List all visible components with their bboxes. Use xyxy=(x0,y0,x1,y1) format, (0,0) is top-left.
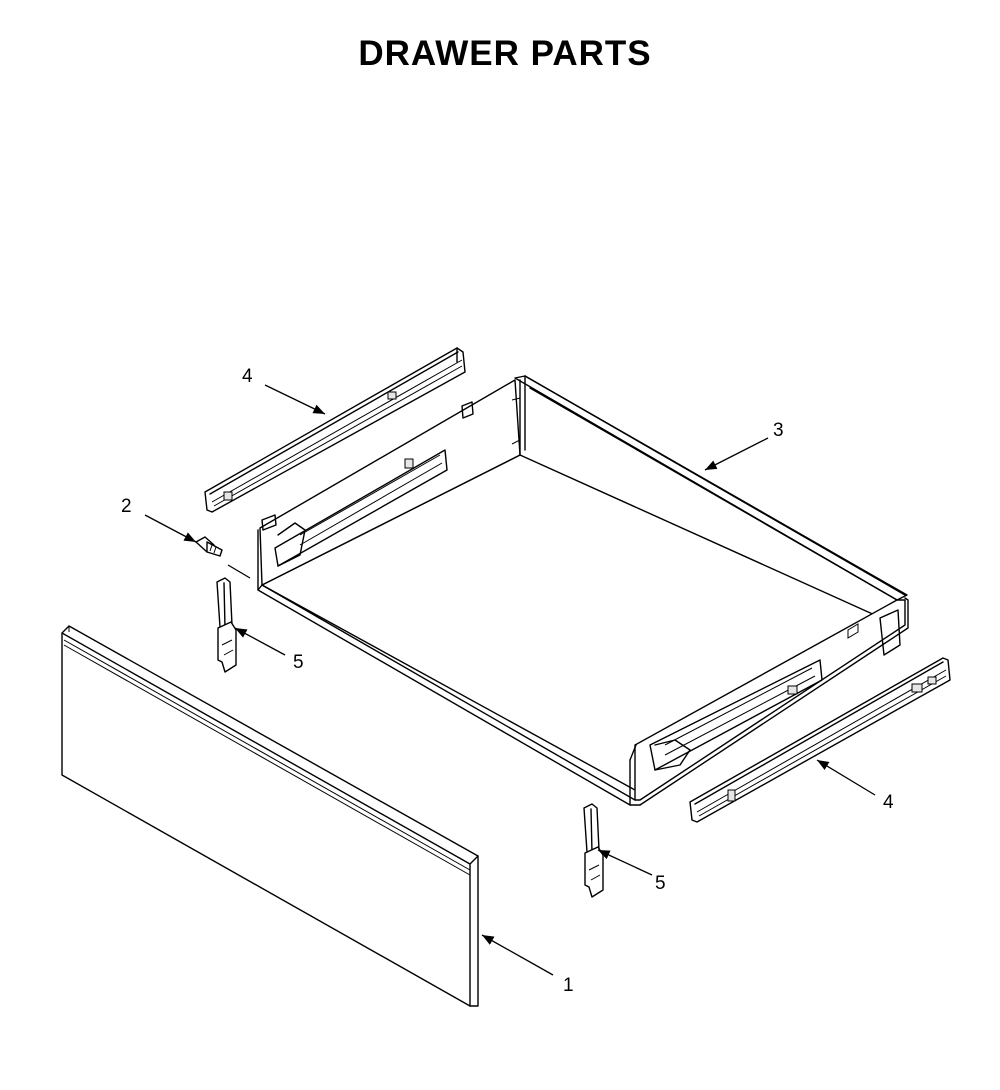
slide-rail-part-4-lower[interactable] xyxy=(689,657,951,823)
callout-label-5: 5 xyxy=(655,873,666,894)
slide-rail-part-4-upper[interactable] xyxy=(204,347,466,513)
callout-label-2: 2 xyxy=(121,496,132,517)
callout-label-4: 4 xyxy=(242,366,253,387)
callout-labels: 4 3 2 5 4 5 1 xyxy=(121,366,894,996)
drawer-front-panel-part-1[interactable] xyxy=(61,625,479,1007)
callout-label-1: 1 xyxy=(563,975,574,996)
drawer-glide-part-5-left[interactable] xyxy=(216,577,237,673)
callout-label-4: 4 xyxy=(883,792,894,813)
screw-part-2[interactable] xyxy=(195,536,223,557)
drawer-box-part-3[interactable] xyxy=(257,375,909,806)
leader-lines xyxy=(144,384,876,976)
callout-label-3: 3 xyxy=(773,420,784,441)
page-title: DRAWER PARTS xyxy=(358,34,652,73)
callout-label-5: 5 xyxy=(293,652,304,673)
drawer-glide-part-5-right[interactable] xyxy=(583,803,604,898)
